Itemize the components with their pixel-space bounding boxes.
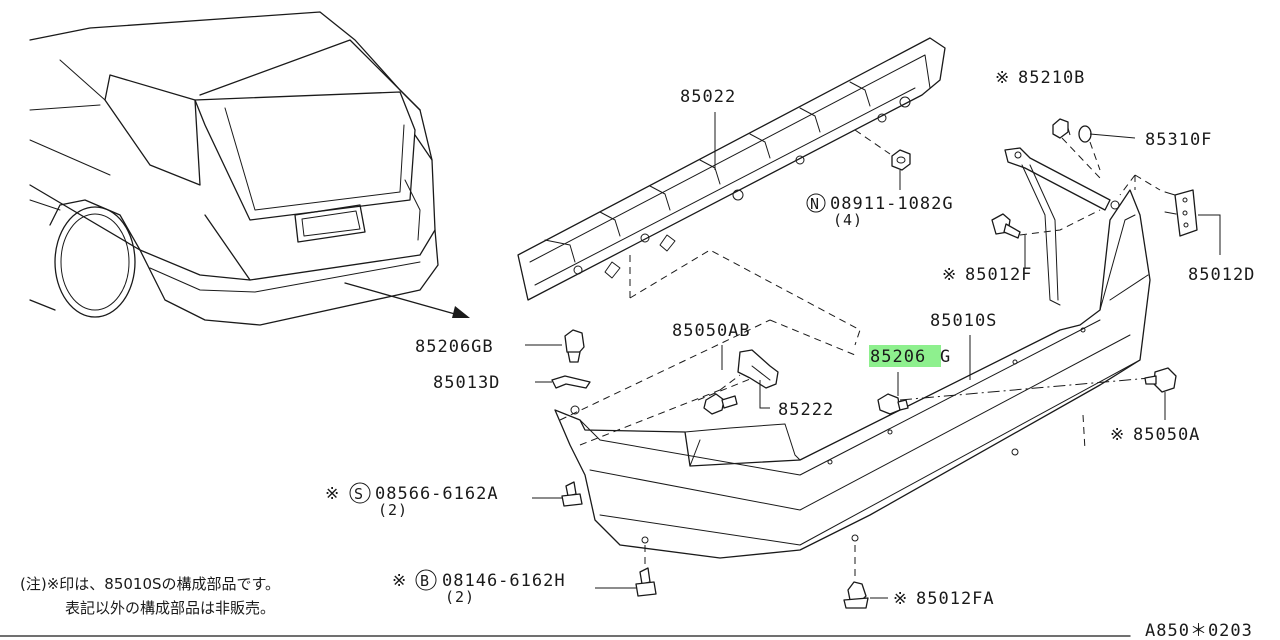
drawing-code: A850＊0203 xyxy=(1145,621,1253,640)
label-85206gb: 85206GB xyxy=(415,337,494,357)
label-85206g-main: 85206 xyxy=(870,347,926,367)
label-85050a: 85050A xyxy=(1133,425,1200,445)
clip-nut-85210b[interactable] xyxy=(1052,118,1069,139)
label-08911-1082g: 08911-1082G xyxy=(830,194,954,214)
s-symbol: S xyxy=(354,485,364,503)
washer-85310f[interactable] xyxy=(1078,125,1092,143)
label-85310f: 85310F xyxy=(1145,130,1212,150)
label-85012d: 85012D xyxy=(1188,265,1255,285)
clip-85206gb[interactable] xyxy=(564,329,585,363)
mark-85012f: ※ xyxy=(942,265,957,285)
mark-08566: ※ xyxy=(325,484,340,504)
label-bolt-b: ※ B 08146-6162H (2) xyxy=(392,569,566,606)
label-nut: N 08911-1082G (4) xyxy=(806,193,954,229)
side-stay[interactable] xyxy=(1004,147,1111,306)
note-line-1: (注)※印は、85010Sの構成部品です。 xyxy=(20,575,280,593)
label-nut-qty: (4) xyxy=(833,211,863,229)
nut-08911-1082g[interactable] xyxy=(891,149,911,171)
retainer-85222[interactable] xyxy=(703,393,738,415)
screw-85012f[interactable] xyxy=(991,213,1021,239)
label-bolt-s: ※ S 08566-6162A (2) xyxy=(325,482,499,519)
label-bolt-b-qty: (2) xyxy=(445,588,475,606)
bolt-08146-6162h[interactable] xyxy=(635,567,657,597)
label-85013d: 85013D xyxy=(433,373,500,393)
b-symbol: B xyxy=(420,572,430,590)
grommet-85050a[interactable] xyxy=(1144,367,1177,393)
clip-85012fa[interactable] xyxy=(843,581,869,609)
bumper-fascia-85010s[interactable] xyxy=(554,189,1151,559)
clip-85206g[interactable] xyxy=(877,393,909,415)
note-line-2: 表記以外の構成部品は非販売。 xyxy=(65,599,275,617)
label-85222: 85222 xyxy=(778,400,834,420)
mark-85050a: ※ xyxy=(1110,425,1125,445)
n-symbol: N xyxy=(810,195,820,213)
label-85012fa: 85012FA xyxy=(916,589,995,609)
mark-85012fa: ※ xyxy=(893,589,908,609)
bumper-reinforcement-85022[interactable] xyxy=(517,37,946,301)
label-85050ab: 85050AB xyxy=(672,321,751,341)
mark-85210b: ※ xyxy=(995,68,1010,88)
label-85010s: 85010S xyxy=(930,311,997,331)
label-85206g: 85206 G xyxy=(869,345,951,367)
leader-lines xyxy=(525,112,1221,599)
label-08146-6162h: 08146-6162H xyxy=(442,571,566,591)
car-rear-illustration xyxy=(29,11,439,326)
mark-08146: ※ xyxy=(392,571,407,591)
label-08566-6162a: 08566-6162A xyxy=(375,484,499,504)
label-85206g-suffix: G xyxy=(940,347,951,367)
label-bolt-s-qty: (2) xyxy=(378,501,408,519)
seal-85013d[interactable] xyxy=(551,375,591,389)
label-85012f: 85012F xyxy=(965,265,1032,285)
part-labels: 85022 N 08911-1082G (4) ※ 85210B 85310F … xyxy=(325,68,1255,609)
label-85210b: 85210B xyxy=(1018,68,1085,88)
label-85022: 85022 xyxy=(680,87,736,107)
bolt-08566-6162a[interactable] xyxy=(561,481,583,507)
pointer-arrow xyxy=(344,282,470,318)
side-bracket-85012d[interactable] xyxy=(1164,189,1198,237)
footnote: (注)※印は、85010Sの構成部品です。 表記以外の構成部品は非販売。 xyxy=(20,575,280,617)
bracket-85050ab[interactable] xyxy=(737,349,779,389)
